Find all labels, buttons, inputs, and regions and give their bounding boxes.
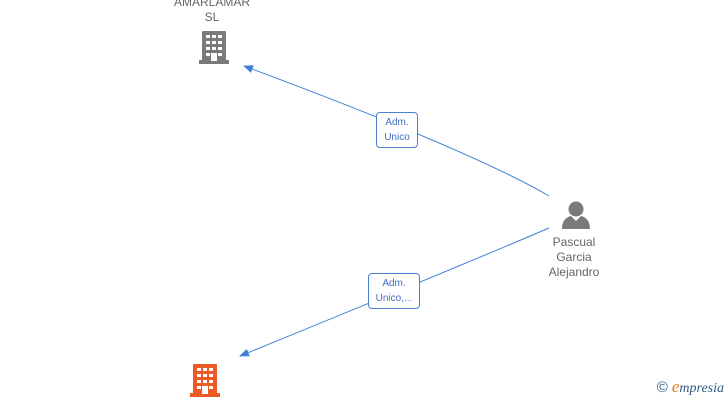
label-line: Alejandro [548, 265, 600, 279]
edge-label-line: Unico [384, 132, 410, 143]
label-line: AMARLAMAR [173, 0, 250, 9]
label-line: Garcia [556, 250, 592, 264]
label-line: SL [204, 10, 220, 24]
building-icon[interactable] [190, 364, 220, 397]
edge-label-line: Adm. [385, 117, 409, 128]
label-line: Pascual [552, 235, 596, 249]
node-label-company-top[interactable]: AMARLAMAR SL [162, 0, 262, 25]
copyright-symbol: © [656, 378, 668, 396]
edge-label-line: Adm. [382, 278, 406, 289]
edge-line-top [243, 65, 550, 197]
edge-label-adm-unico[interactable]: Adm. Unico [376, 112, 418, 148]
node-label-person[interactable]: Pascual Garcia Alejandro [526, 235, 622, 280]
edge-line-bottom [239, 227, 550, 357]
empresia-watermark: © empresia [657, 377, 724, 397]
edge-label-line: Unico,... [375, 293, 413, 304]
building-icon[interactable] [199, 31, 229, 64]
edge-label-adm-unico-more[interactable]: Adm. Unico,... [368, 273, 420, 309]
empresia-logo: empresia [671, 377, 724, 396]
person-icon[interactable] [562, 201, 590, 230]
